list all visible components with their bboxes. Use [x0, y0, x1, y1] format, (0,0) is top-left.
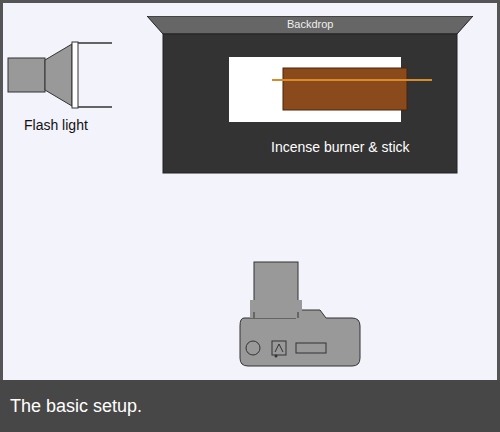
flash-light-symbol	[8, 42, 112, 108]
flash-light-label: Flash light	[24, 117, 88, 133]
camera-symbol	[240, 262, 360, 366]
backdrop-title: Backdrop	[287, 18, 333, 30]
caption-bar	[0, 380, 500, 432]
caption: The basic setup.	[10, 396, 142, 417]
incense-label: Incense burner & stick	[271, 139, 410, 155]
